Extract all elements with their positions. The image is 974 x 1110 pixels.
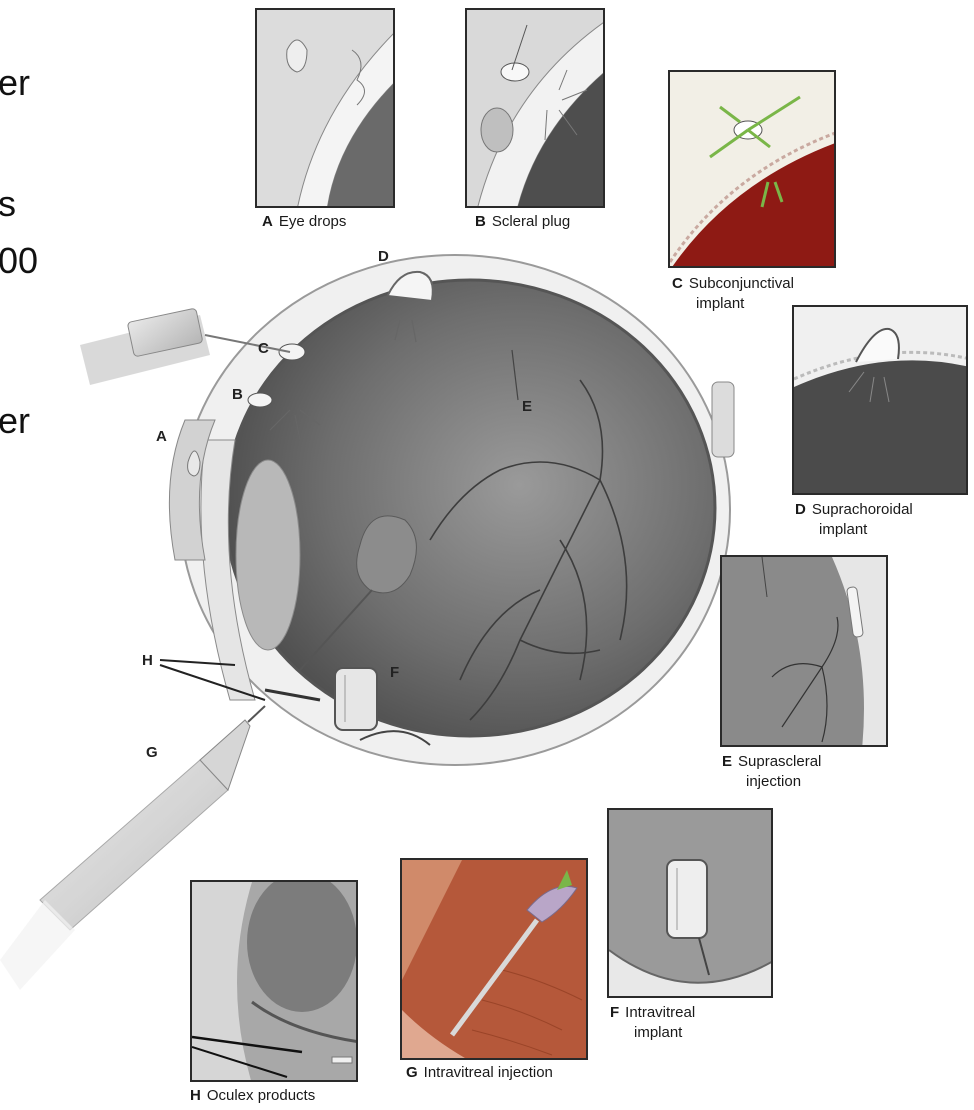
panel-g-caption: G Intravitreal injection	[406, 1063, 553, 1083]
panel-h-caption: H Oculex products	[190, 1086, 315, 1106]
panel-c-subconjunctival-implant	[668, 70, 836, 268]
panel-e-caption-line1: Suprascleral	[738, 753, 821, 770]
main-label-h: H	[142, 652, 153, 669]
panel-c-letter: C	[672, 275, 683, 292]
panel-d-caption-line2: implant	[795, 520, 913, 540]
panel-e-caption-line2: injection	[722, 772, 821, 792]
panel-e-letter: E	[722, 753, 732, 770]
panel-h-letter: H	[190, 1087, 201, 1104]
panel-c-caption-line1: Subconjunctival	[689, 275, 794, 292]
panel-f-caption: F Intravitreal implant	[610, 1003, 695, 1043]
panel-h-caption-text: Oculex products	[207, 1087, 315, 1104]
panel-b-caption-text: Scleral plug	[492, 213, 570, 230]
main-label-c: C	[258, 340, 269, 357]
panel-a-caption: A Eye drops	[262, 212, 346, 232]
panel-g-caption-text: Intravitreal injection	[424, 1064, 553, 1081]
panel-g-intravitreal-injection	[400, 858, 588, 1060]
panel-f-intravitreal-implant	[607, 808, 773, 998]
panel-g-letter: G	[406, 1064, 418, 1081]
main-label-d: D	[378, 248, 389, 265]
panel-d-caption-line1: Suprachoroidal	[812, 501, 913, 518]
panel-c-caption: C Subconjunctival implant	[672, 274, 794, 314]
main-label-a: A	[156, 428, 167, 445]
lens	[236, 460, 300, 650]
panel-e-suprascleral-injection	[720, 555, 888, 747]
main-label-g: G	[146, 744, 158, 761]
panel-a-letter: A	[262, 213, 273, 230]
panel-d-caption: D Suprachoroidal implant	[795, 500, 913, 540]
panel-f-caption-line1: Intravitreal	[625, 1004, 695, 1021]
panel-d-letter: D	[795, 501, 806, 518]
panel-a-caption-text: Eye drops	[279, 213, 347, 230]
panel-d-suprachoroidal-implant	[792, 305, 968, 495]
panel-e-caption: E Suprascleral injection	[722, 752, 821, 792]
panel-b-caption: B Scleral plug	[475, 212, 570, 232]
panel-a-eye-drops	[255, 8, 395, 208]
panel-b-scleral-plug	[465, 8, 605, 208]
main-label-e: E	[522, 398, 532, 415]
panel-f-letter: F	[610, 1004, 619, 1021]
main-label-f: F	[390, 664, 399, 681]
panel-c-caption-line2: implant	[672, 294, 794, 314]
panel-f-caption-line2: implant	[610, 1023, 695, 1043]
intravitreal-implant	[335, 668, 377, 730]
panel-b-letter: B	[475, 213, 486, 230]
panel-h-oculex-products	[190, 880, 358, 1082]
main-label-b: B	[232, 386, 243, 403]
